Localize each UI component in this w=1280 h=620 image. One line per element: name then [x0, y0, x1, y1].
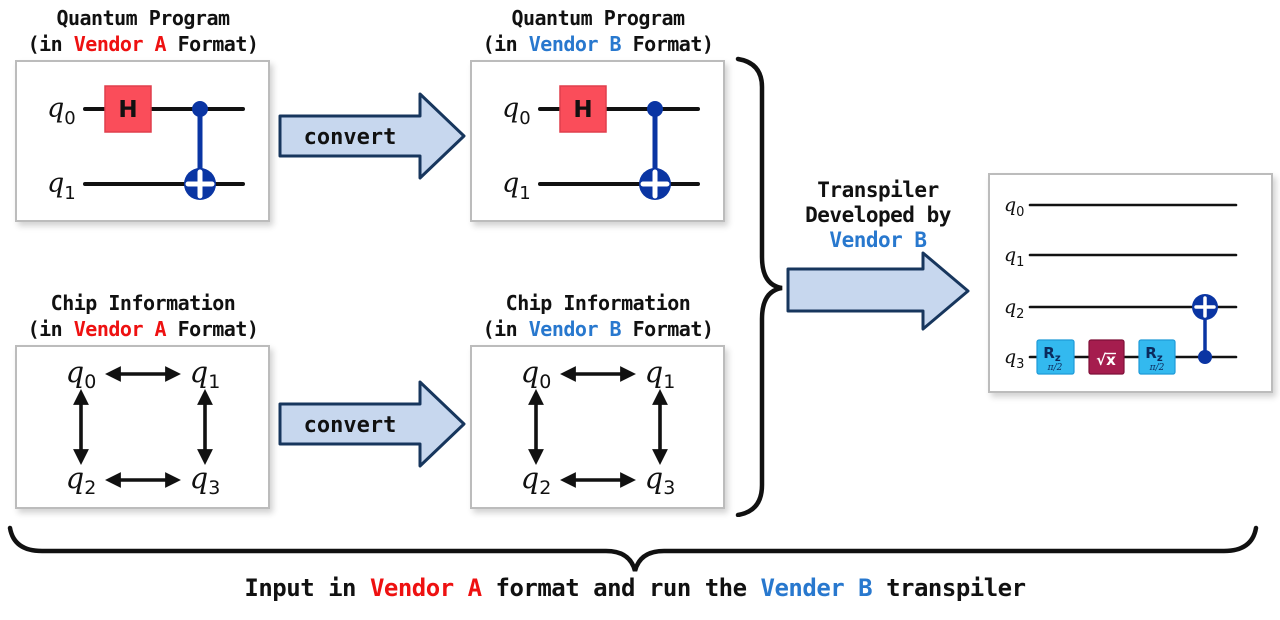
- transpiled-circuit-panel: q0 q1 q2 q3 Rz π/2 √x Rz π/2: [988, 173, 1273, 393]
- chip-graph-a: q0 q1 q2 q3: [66, 355, 221, 499]
- vendor-b-label: Vender B: [760, 574, 873, 602]
- title-chip-info-b: Chip Information (in Vendor B Format): [447, 290, 749, 342]
- vendor-a-label: Vendor A: [369, 574, 482, 602]
- quantum-circuit-a: H q0 q1: [47, 85, 245, 204]
- title-quantum-program-a: Quantum Program (in Vendor A Format): [0, 5, 294, 57]
- title-line1: Chip Information: [505, 291, 691, 315]
- quantum-program-b-panel: H q0 q1: [470, 60, 725, 222]
- rz-gate-1-label: Rz: [1043, 344, 1061, 364]
- chip-info-b-panel: q0 q1 q2 q3: [470, 345, 725, 509]
- title-chip-info-a: Chip Information (in Vendor A Format): [0, 290, 294, 342]
- transpiler-label: Transpiler Developed by Vendor B: [778, 178, 978, 253]
- convert-arrow-bottom: convert: [278, 380, 466, 468]
- cnot-control-dot-icon: [1198, 350, 1212, 364]
- sqrt-x-gate-label: √x: [1096, 351, 1116, 369]
- node-q3: q3: [190, 461, 221, 499]
- title-line2: (in Vendor A Format): [27, 317, 259, 341]
- cnot-control-dot-icon: [192, 101, 208, 117]
- right-brace-icon: [735, 56, 783, 517]
- title-line1: Quantum Program: [511, 6, 685, 30]
- rz-gate-2-param: π/2: [1149, 363, 1165, 373]
- qubit-label-q3: q3: [1004, 346, 1024, 372]
- convert-arrow-top: convert: [278, 92, 466, 180]
- vendor-a-label: Vendor A: [73, 32, 167, 56]
- transpiled-circuit: q0 q1 q2 q3 Rz π/2 √x Rz π/2: [1004, 194, 1238, 375]
- node-q1: q1: [190, 355, 221, 393]
- vendor-a-label: Vendor A: [73, 317, 167, 341]
- qubit-label-q1: q1: [502, 168, 531, 204]
- title-quantum-program-b: Quantum Program (in Vendor B Format): [447, 5, 749, 57]
- right-arrow-icon: [278, 380, 466, 468]
- title-line2: (in Vendor B Format): [482, 317, 714, 341]
- underbrace-icon: [7, 525, 1259, 572]
- title-line2: (in Vendor B Format): [482, 32, 714, 56]
- convert-label: convert: [304, 125, 397, 150]
- qubit-label-q1: q1: [47, 168, 76, 204]
- quantum-circuit-b: H q0 q1: [502, 85, 700, 204]
- node-q0: q0: [521, 355, 552, 393]
- h-gate: [104, 85, 152, 133]
- rz-gate-1: [1036, 339, 1075, 375]
- convert-label: convert: [304, 413, 397, 438]
- chip-graph-b: q0 q1 q2 q3: [521, 355, 676, 499]
- qubit-label-q1: q1: [1004, 244, 1024, 270]
- qubit-label-q0: q0: [47, 93, 76, 129]
- qubit-label-q0: q0: [502, 93, 531, 129]
- title-line2: (in Vendor A Format): [27, 32, 259, 56]
- node-q2: q2: [521, 461, 552, 499]
- h-gate: [559, 85, 607, 133]
- title-line1: Chip Information: [50, 291, 236, 315]
- node-q2: q2: [66, 461, 97, 499]
- right-arrow-icon: [278, 92, 466, 180]
- node-q3: q3: [645, 461, 676, 499]
- qubit-label-q2: q2: [1004, 296, 1024, 322]
- rz-gate-2: [1138, 339, 1176, 375]
- title-line1: Quantum Program: [56, 6, 230, 30]
- sqrt-x-gate: [1088, 339, 1125, 375]
- qubit-label-q0: q0: [1004, 194, 1024, 220]
- quantum-program-a-panel: H q0 q1: [15, 60, 270, 222]
- h-gate-label: H: [573, 97, 592, 123]
- vendor-b-label: Vendor B: [528, 317, 622, 341]
- h-gate-label: H: [118, 97, 137, 123]
- transpiler-arrow: [786, 251, 970, 331]
- node-q0: q0: [66, 355, 97, 393]
- cnot-control-dot-icon: [647, 101, 663, 117]
- chip-info-a-panel: q0 q1 q2 q3: [15, 345, 270, 509]
- rz-gate-2-label: Rz: [1145, 344, 1163, 364]
- vendor-b-label: Vendor B: [528, 32, 622, 56]
- rz-gate-1-param: π/2: [1047, 363, 1063, 373]
- right-arrow-icon: [786, 251, 970, 331]
- figure-caption: Input in Vendor A format and run the Ven…: [244, 574, 1026, 602]
- node-q1: q1: [645, 355, 676, 393]
- vendor-b-label: Vendor B: [829, 228, 927, 252]
